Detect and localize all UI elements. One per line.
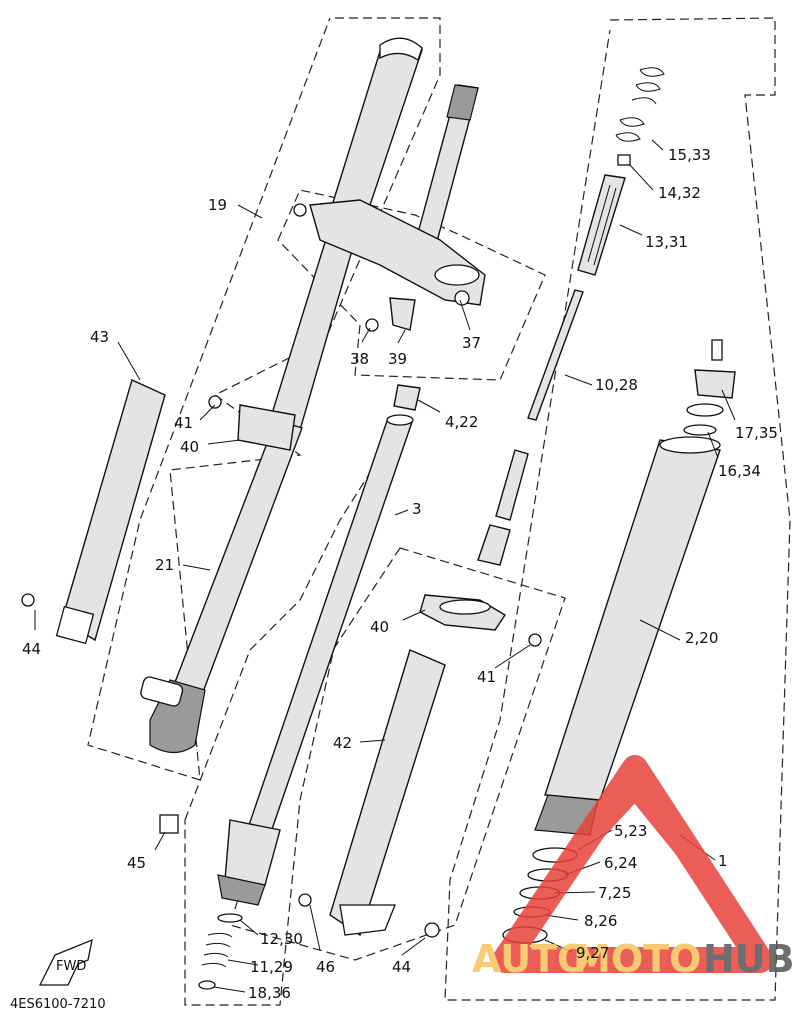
callout-39: 39 [388, 350, 407, 368]
fwd-arrow: FWD [38, 938, 93, 986]
callout-13-31: 13,31 [645, 233, 688, 251]
callout-18-36: 18,36 [248, 984, 291, 1002]
callout-1: 1 [718, 852, 728, 870]
callout-37: 37 [462, 334, 481, 352]
slotted-rod [577, 174, 626, 276]
callout-41-mid: 41 [477, 668, 496, 686]
collar-part [393, 384, 421, 411]
cap-bolt [683, 339, 736, 436]
callout-4-22: 4,22 [445, 413, 478, 431]
callout-14-32: 14,32 [658, 184, 701, 202]
watermark-moto: MOTO [573, 937, 701, 981]
damper-rod [477, 289, 584, 566]
callout-15-33: 15,33 [668, 146, 711, 164]
left-fork-assembly [140, 37, 423, 754]
upper-bracket [293, 199, 486, 306]
callout-11-29: 11,29 [250, 958, 293, 976]
callout-40-top: 40 [180, 438, 199, 456]
callout-41-top: 41 [174, 414, 193, 432]
mountain-icon [568, 776, 707, 876]
callout-38: 38 [350, 350, 369, 368]
callout-46: 46 [316, 958, 335, 976]
callout-17-35: 17,35 [735, 424, 778, 442]
watermark-logo: AUTO MOTO HUB [472, 755, 795, 981]
clip-and-bolt [365, 297, 416, 332]
callout-44-left: 44 [22, 640, 41, 658]
callout-7-25: 7,25 [598, 884, 631, 902]
callout-21: 21 [155, 556, 174, 574]
watermark-hub: HUB [703, 937, 795, 981]
guard-right [329, 649, 446, 937]
inner-tube-long [217, 414, 414, 906]
watermark-auto: AUTO [472, 937, 589, 981]
callout-5-23: 5,23 [614, 822, 647, 840]
callout-3: 3 [412, 500, 422, 518]
fwd-label: FWD [56, 959, 86, 974]
spring-bottom [198, 913, 243, 990]
callout-6-24: 6,24 [604, 854, 637, 872]
callout-2-20: 2,20 [685, 629, 718, 647]
callout-42: 42 [333, 734, 352, 752]
clamp-middle [419, 594, 506, 631]
inner-tube-upper [411, 84, 479, 261]
callout-19: 19 [208, 196, 227, 214]
callout-16-34: 16,34 [718, 462, 761, 480]
callout-45: 45 [127, 854, 146, 872]
callout-12-30: 12,30 [260, 930, 303, 948]
guard-left [55, 379, 166, 645]
callout-9-27: 9,27 [576, 944, 609, 962]
callout-43: 43 [90, 328, 109, 346]
callout-10-28: 10,28 [595, 376, 638, 394]
callout-labels: 19 43 41 40 21 44 37 38 39 4,22 3 40 41 … [22, 146, 778, 1002]
small-bolts [21, 395, 542, 938]
callout-44-bottom: 44 [392, 958, 411, 976]
callout-8-26: 8,26 [584, 912, 617, 930]
callout-40-mid: 40 [370, 618, 389, 636]
drawing-code: 4ES6100-7210 [10, 997, 106, 1012]
spring-top [615, 67, 665, 166]
